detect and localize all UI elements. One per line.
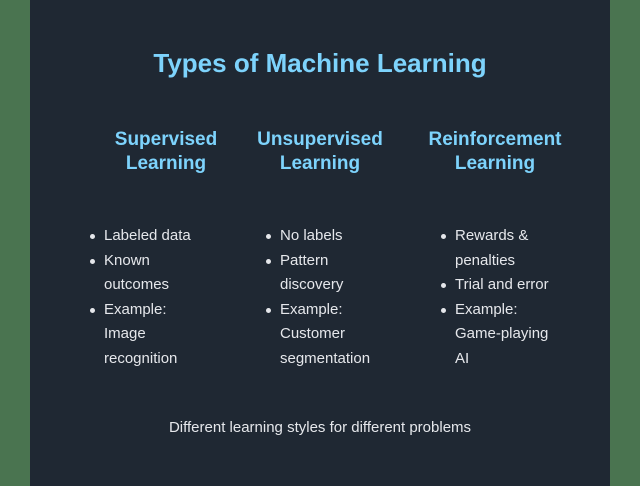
list-item-text: Rewards & penalties bbox=[455, 227, 529, 269]
bullet-list: Rewards & penalties Trial and error Exam… bbox=[439, 224, 549, 372]
diagram-panel: Types of Machine Learning Supervised Lea… bbox=[30, 0, 610, 486]
bullet-icon bbox=[266, 234, 271, 239]
list-item: Trial and error bbox=[439, 273, 549, 298]
list-item: Example: Customer segmentation bbox=[264, 298, 370, 372]
list-item: Labeled data bbox=[88, 224, 191, 249]
column-unsupervised: Unsupervised Learning No labels Pattern … bbox=[230, 128, 410, 367]
column-supervised: Supervised Learning Labeled data Known o… bbox=[76, 128, 256, 367]
list-item: Pattern discovery bbox=[264, 249, 370, 298]
list-item-text: Labeled data bbox=[104, 227, 191, 244]
list-item: Example: Image recognition bbox=[88, 298, 191, 372]
diagram-title: Types of Machine Learning bbox=[153, 48, 487, 78]
bullet-icon bbox=[441, 307, 446, 313]
column-heading: Unsupervised Learning bbox=[257, 129, 383, 174]
bullet-icon bbox=[90, 258, 95, 264]
list-item: No labels bbox=[264, 224, 370, 249]
bullet-list: Labeled data Known outcomes Example: Ima… bbox=[88, 224, 191, 372]
bullet-icon bbox=[266, 307, 271, 313]
list-item-text: Example: Customer segmentation bbox=[280, 300, 371, 367]
bullet-icon bbox=[90, 234, 95, 239]
column-heading: Supervised Learning bbox=[114, 129, 218, 174]
diagram-caption: Different learning styles for different … bbox=[168, 419, 472, 436]
bullet-icon bbox=[266, 258, 271, 264]
list-item: Example: Game-playing AI bbox=[439, 298, 549, 372]
list-item: Rewards & penalties bbox=[439, 224, 549, 273]
list-item-text: Known outcomes bbox=[104, 251, 170, 294]
list-item-text: Pattern discovery bbox=[280, 251, 344, 294]
column-reinforcement: Reinforcement Learning Rewards & penalti… bbox=[405, 128, 585, 367]
bullet-list: No labels Pattern discovery Example: Cus… bbox=[264, 224, 370, 372]
list-item-text: Example: Game-playing AI bbox=[455, 300, 549, 367]
list-item-text: Example: Image recognition bbox=[104, 300, 178, 367]
list-item-text: No labels bbox=[280, 227, 343, 244]
list-item: Known outcomes bbox=[88, 249, 191, 298]
bullet-icon bbox=[90, 307, 95, 313]
list-item-text: Trial and error bbox=[455, 276, 549, 294]
bullet-icon bbox=[441, 234, 446, 239]
column-heading: Reinforcement Learning bbox=[428, 129, 562, 174]
bullet-icon bbox=[441, 283, 446, 289]
